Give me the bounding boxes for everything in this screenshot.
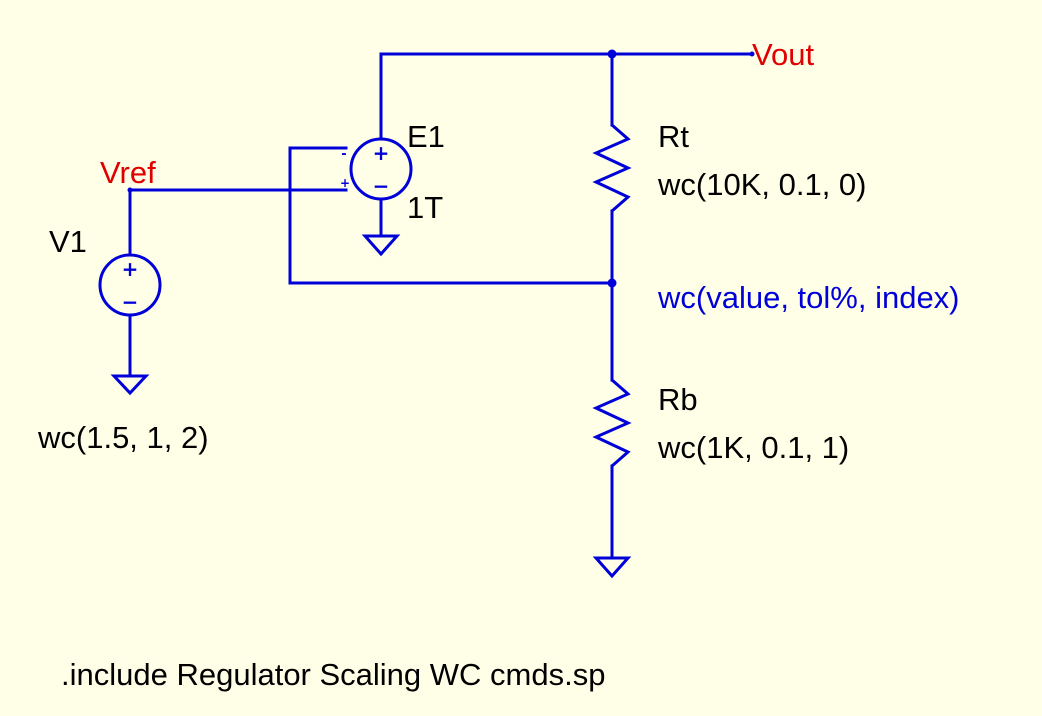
rb-resistor-symbol[interactable]: [592, 378, 632, 468]
spice-directive[interactable]: .include Regulator Scaling WC cmds.sp: [61, 657, 606, 692]
v1-source-symbol[interactable]: + −: [98, 253, 162, 317]
rt-name-label: Rt: [658, 119, 689, 154]
rt-resistor-symbol[interactable]: [592, 123, 632, 213]
rb-name-label: Rb: [658, 382, 698, 417]
junction-vout-pin: [749, 51, 755, 57]
e1-plus-sign: +: [373, 141, 390, 165]
rt-value-label: wc(10K, 0.1, 0): [658, 167, 867, 202]
vout-net-label: Vout: [752, 37, 815, 72]
v1-minus-sign: −: [122, 290, 139, 314]
wire-vref[interactable]: [128, 188, 348, 256]
rb-ground-icon: [592, 556, 632, 579]
v1-value-label: wc(1.5, 1, 2): [38, 420, 209, 455]
e1-ground-icon: [361, 234, 401, 257]
v1-name-label: V1: [49, 224, 87, 259]
junction-vref: [127, 187, 133, 193]
wc-syntax-comment: wc(value, tol%, index): [658, 280, 960, 315]
v1-plus-sign: +: [122, 257, 139, 281]
wire-feedback[interactable]: [288, 146, 614, 285]
rb-value-label: wc(1K, 0.1, 1): [658, 430, 850, 465]
vref-net-label: Vref: [100, 155, 156, 190]
junction-vout: [607, 49, 617, 59]
v1-ground-icon: [110, 374, 150, 396]
e1-source-symbol[interactable]: + − - +: [340, 137, 413, 201]
e1-ctrl-plus: +: [340, 176, 350, 190]
wire-e1-to-vout[interactable]: [379, 52, 754, 140]
junction-divider: [607, 278, 617, 288]
e1-name-label: E1: [407, 119, 445, 154]
e1-minus-sign: −: [373, 174, 390, 198]
e1-ctrl-minus: -: [341, 147, 346, 162]
e1-value-label: 1T: [407, 190, 444, 225]
